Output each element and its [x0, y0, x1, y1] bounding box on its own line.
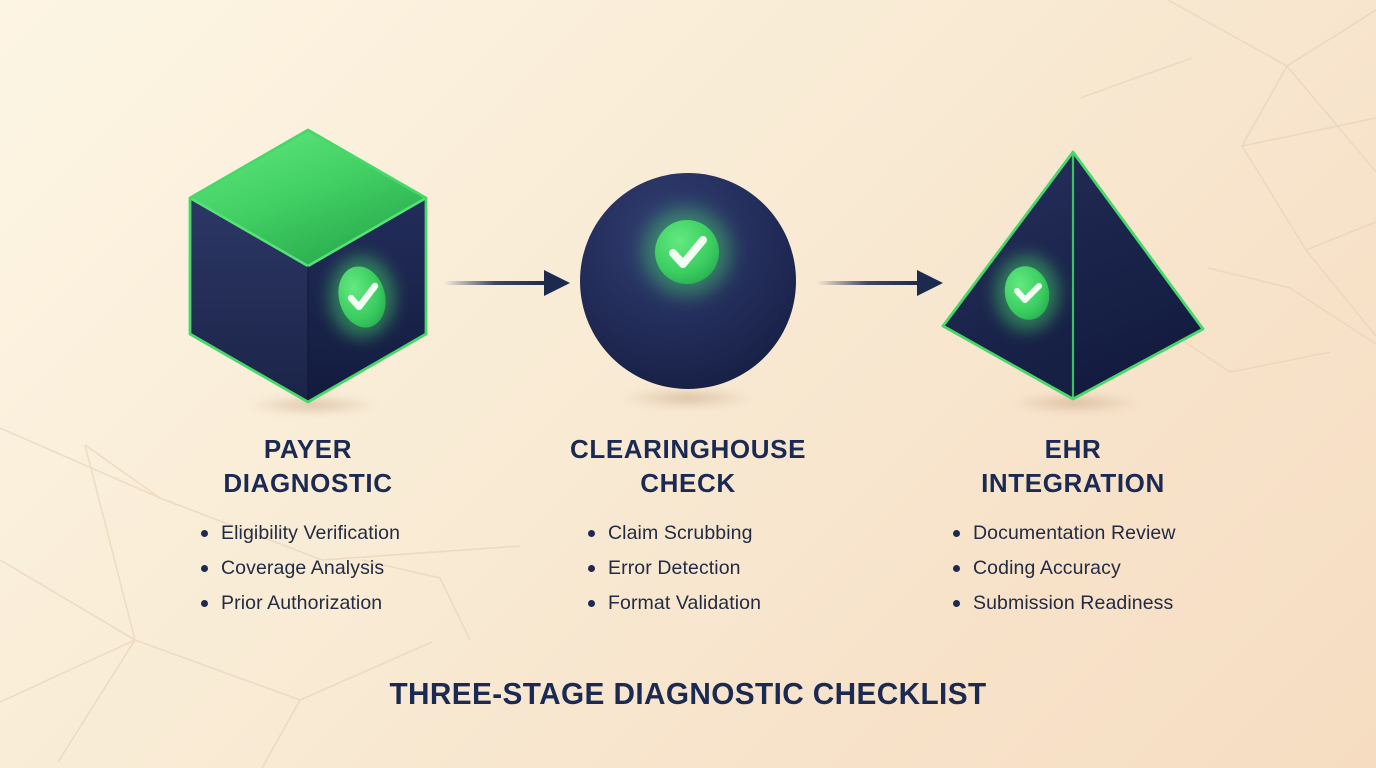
stage-title-line2: DIAGNOSTIC: [223, 468, 393, 498]
checklist-item-label: Format Validation: [608, 592, 762, 614]
bullet-dot: [953, 530, 960, 537]
stage-title-line1: CLEARINGHOUSE: [569, 434, 807, 464]
cube-icon: [188, 128, 428, 404]
sphere-icon: [580, 173, 796, 389]
checklist-item-label: Claim Scrubbing: [608, 522, 753, 544]
checklist-item: Format Validation: [588, 586, 761, 621]
arrow-right-icon: [817, 270, 943, 296]
checklist-item: Prior Authorization: [201, 586, 400, 621]
footer-title: THREE-STAGE DIAGNOSTIC CHECKLIST: [389, 676, 987, 711]
bullet-dot: [953, 565, 960, 572]
checklist-item: Documentation Review: [953, 516, 1176, 551]
bullet-dot: [201, 600, 208, 607]
checklist-item: Claim Scrubbing: [588, 516, 761, 551]
checklist-item-label: Eligibility Verification: [221, 522, 401, 544]
checklist-item: Coverage Analysis: [201, 551, 400, 586]
stage-payer-diagnostic: PAYER DIAGNOSTIC Eligibility Verificatio…: [143, 0, 473, 768]
arrow-right-icon: [444, 270, 570, 296]
stage-title-line1: EHR: [1044, 434, 1102, 464]
stage-checklist: Claim Scrubbing Error Detection Format V…: [588, 516, 761, 621]
stage-ehr-integration: EHR INTEGRATION Documentation Review Cod…: [908, 0, 1238, 768]
checklist-item-label: Submission Readiness: [973, 592, 1174, 614]
bullet-dot: [201, 530, 208, 537]
stage-title: EHR INTEGRATION: [908, 432, 1238, 500]
checklist-item: Error Detection: [588, 551, 761, 586]
stage-title-line2: INTEGRATION: [981, 468, 1165, 498]
bullet-dot: [588, 530, 595, 537]
check-badge-icon: [329, 256, 395, 338]
bullet-dot: [201, 565, 208, 572]
checklist-item-label: Documentation Review: [973, 522, 1176, 544]
checklist-item-label: Prior Authorization: [221, 592, 383, 614]
stage-title-line1: PAYER: [263, 434, 353, 464]
bullet-dot: [588, 565, 595, 572]
check-badge-icon: [995, 255, 1059, 331]
checklist-item-label: Error Detection: [608, 557, 741, 579]
checklist-item-label: Coverage Analysis: [221, 557, 385, 579]
bullet-dot: [953, 600, 960, 607]
checklist-item: Submission Readiness: [953, 586, 1176, 621]
stage-checklist: Eligibility Verification Coverage Analys…: [201, 516, 400, 621]
bullet-dot: [588, 600, 595, 607]
stage-checklist: Documentation Review Coding Accuracy Sub…: [953, 516, 1176, 621]
stage-title-line2: CHECK: [640, 468, 736, 498]
stage-title: PAYER DIAGNOSTIC: [143, 432, 473, 500]
stage-title: CLEARINGHOUSE CHECK: [523, 432, 853, 500]
check-badge-icon: [643, 208, 731, 296]
checklist-item-label: Coding Accuracy: [973, 557, 1121, 579]
pyramid-icon: [941, 150, 1205, 401]
checklist-item: Coding Accuracy: [953, 551, 1176, 586]
checklist-item: Eligibility Verification: [201, 516, 400, 551]
stage-clearinghouse-check: CLEARINGHOUSE CHECK Claim Scrubbing Erro…: [523, 0, 853, 768]
